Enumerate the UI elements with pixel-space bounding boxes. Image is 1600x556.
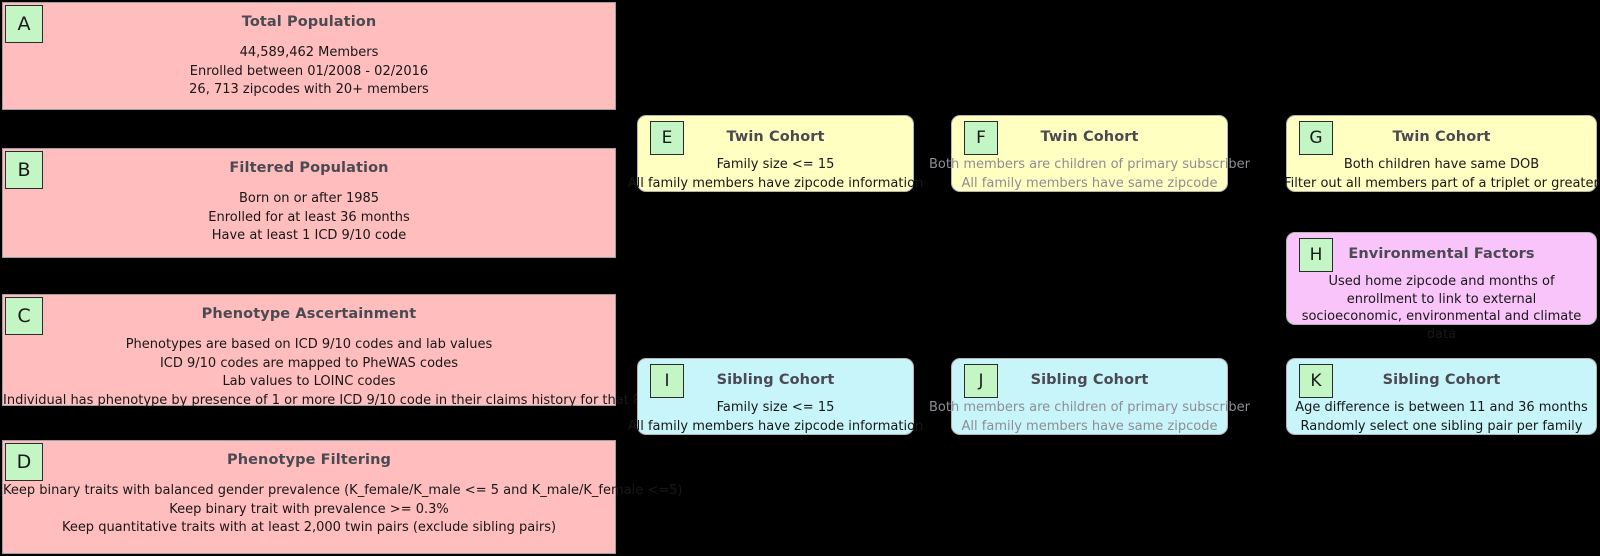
- panel-body-line: Filter out all members part of a triplet…: [1284, 175, 1599, 191]
- panel-filtered-population: B Filtered Population Born on or after 1…: [2, 148, 616, 258]
- panel-body-line: Family size <= 15: [716, 157, 835, 172]
- panel-title-g: Twin Cohort: [1392, 129, 1491, 145]
- panel-twin-cohort-f: F Twin Cohort Both members are children …: [929, 115, 1250, 192]
- panel-title-k: Sibling Cohort: [1382, 372, 1501, 388]
- panel-title-j: Sibling Cohort: [1030, 372, 1149, 388]
- panel-body-line: All family members have zipcode informat…: [627, 418, 924, 434]
- panel-body-line: Both members are children of primary sub…: [928, 400, 1251, 415]
- panel-letter-badge-c: C: [5, 297, 43, 335]
- panel-letter-badge-b: B: [5, 151, 43, 189]
- panel-body-line: All family members have zipcode informat…: [627, 175, 924, 191]
- panel-letter-badge-a: A: [5, 5, 43, 43]
- panel-phenotype-filtering: D Phenotype Filtering Keep binary traits…: [2, 440, 683, 554]
- panel-body-i: Family size <= 15 All family members hav…: [606, 399, 946, 436]
- panel-twin-cohort-g: G Twin Cohort Both children have same DO…: [1284, 115, 1599, 192]
- panel-body-line: 26, 713 zipcodes with 20+ members: [189, 82, 429, 97]
- panel-body-j: Both members are children of primary sub…: [920, 399, 1260, 436]
- panel-phenotype-ascertainment: C Phenotype Ascertainment Phenotypes are…: [2, 294, 722, 408]
- panel-sibling-cohort-i: I Sibling Cohort Family size <= 15 All f…: [628, 358, 923, 435]
- panel-body-line: Have at least 1 ICD 9/10 code: [211, 228, 407, 243]
- panel-body-f: Both members are children of primary sub…: [920, 156, 1260, 193]
- panel-letter-badge-f: F: [964, 121, 998, 155]
- panel-body-line: Keep quantitative traits with at least 2…: [61, 520, 557, 535]
- panel-body-c: Phenotypes are based on ICD 9/10 codes a…: [3, 336, 722, 410]
- panel-body-line: ICD 9/10 codes are mapped to PheWAS code…: [159, 355, 459, 371]
- panel-body-line: Lab values to LOINC codes: [222, 374, 396, 389]
- panel-sibling-cohort-k: K Sibling Cohort Age difference is betwe…: [1286, 358, 1597, 435]
- panel-title-d: Phenotype Filtering: [226, 452, 392, 468]
- panel-body-line: Family size <= 15: [716, 400, 835, 415]
- panel-letter-badge-i: I: [650, 364, 684, 398]
- panel-body-line: All family members have same zipcode: [961, 175, 1218, 191]
- panel-total-population: A Total Population 44,589,462 Members En…: [2, 2, 616, 110]
- panel-title-e: Twin Cohort: [726, 129, 825, 145]
- panel-title-f: Twin Cohort: [1040, 129, 1139, 145]
- panel-body-g: Both children have same DOB Filter out a…: [1272, 156, 1600, 193]
- panel-body-line: Enrolled for at least 36 months: [208, 209, 410, 225]
- panel-body-d: Keep binary traits with balanced gender …: [3, 482, 683, 538]
- panel-body-line: Individual has phenotype by presence of …: [3, 392, 722, 408]
- panel-title-h: Environmental Factors: [1348, 246, 1535, 262]
- panel-letter-badge-h: H: [1299, 238, 1333, 272]
- panel-body-line: Born on or after 1985: [238, 191, 380, 206]
- panel-letter-badge-d: D: [5, 443, 43, 481]
- panel-title-b: Filtered Population: [229, 160, 389, 176]
- panel-body-h: Used home zipcode and months of enrollme…: [1301, 274, 1582, 342]
- panel-body-line: Enrolled between 01/2008 - 02/2016: [189, 63, 429, 79]
- panel-title-a: Total Population: [241, 14, 377, 30]
- panel-letter-badge-k: K: [1299, 364, 1333, 398]
- panel-title-i: Sibling Cohort: [716, 372, 835, 388]
- panel-body-k: Age difference is between 11 and 36 mont…: [1272, 399, 1600, 436]
- panel-sibling-cohort-j: J Sibling Cohort Both members are childr…: [929, 358, 1250, 435]
- panel-body-line: Phenotypes are based on ICD 9/10 codes a…: [125, 337, 493, 352]
- panel-body-line: 44,589,462 Members: [239, 45, 379, 60]
- panel-body-b: Born on or after 1985 Enrolled for at le…: [3, 190, 615, 246]
- panel-letter-badge-j: J: [964, 364, 998, 398]
- panel-body-line: Age difference is between 11 and 36 mont…: [1295, 400, 1588, 415]
- panel-body-line: Both members are children of primary sub…: [928, 157, 1251, 172]
- panel-letter-badge-e: E: [650, 121, 684, 155]
- panel-body-e: Family size <= 15 All family members hav…: [606, 156, 946, 193]
- panel-body-line: Keep binary trait with prevalence >= 0.3…: [169, 501, 449, 517]
- panel-body-line: Keep binary traits with balanced gender …: [3, 483, 683, 498]
- panel-body-line: All family members have same zipcode: [961, 418, 1218, 434]
- panel-body-line: Both children have same DOB: [1343, 157, 1540, 172]
- panel-environmental-factors: H Environmental Factors Used home zipcod…: [1286, 232, 1597, 342]
- panel-twin-cohort-e: E Twin Cohort Family size <= 15 All fami…: [628, 115, 923, 192]
- panel-title-c: Phenotype Ascertainment: [201, 306, 417, 322]
- panel-letter-badge-g: G: [1299, 121, 1333, 155]
- panel-body-line: Randomly select one sibling pair per fam…: [1300, 418, 1583, 434]
- panel-body-a: 44,589,462 Members Enrolled between 01/2…: [3, 44, 615, 100]
